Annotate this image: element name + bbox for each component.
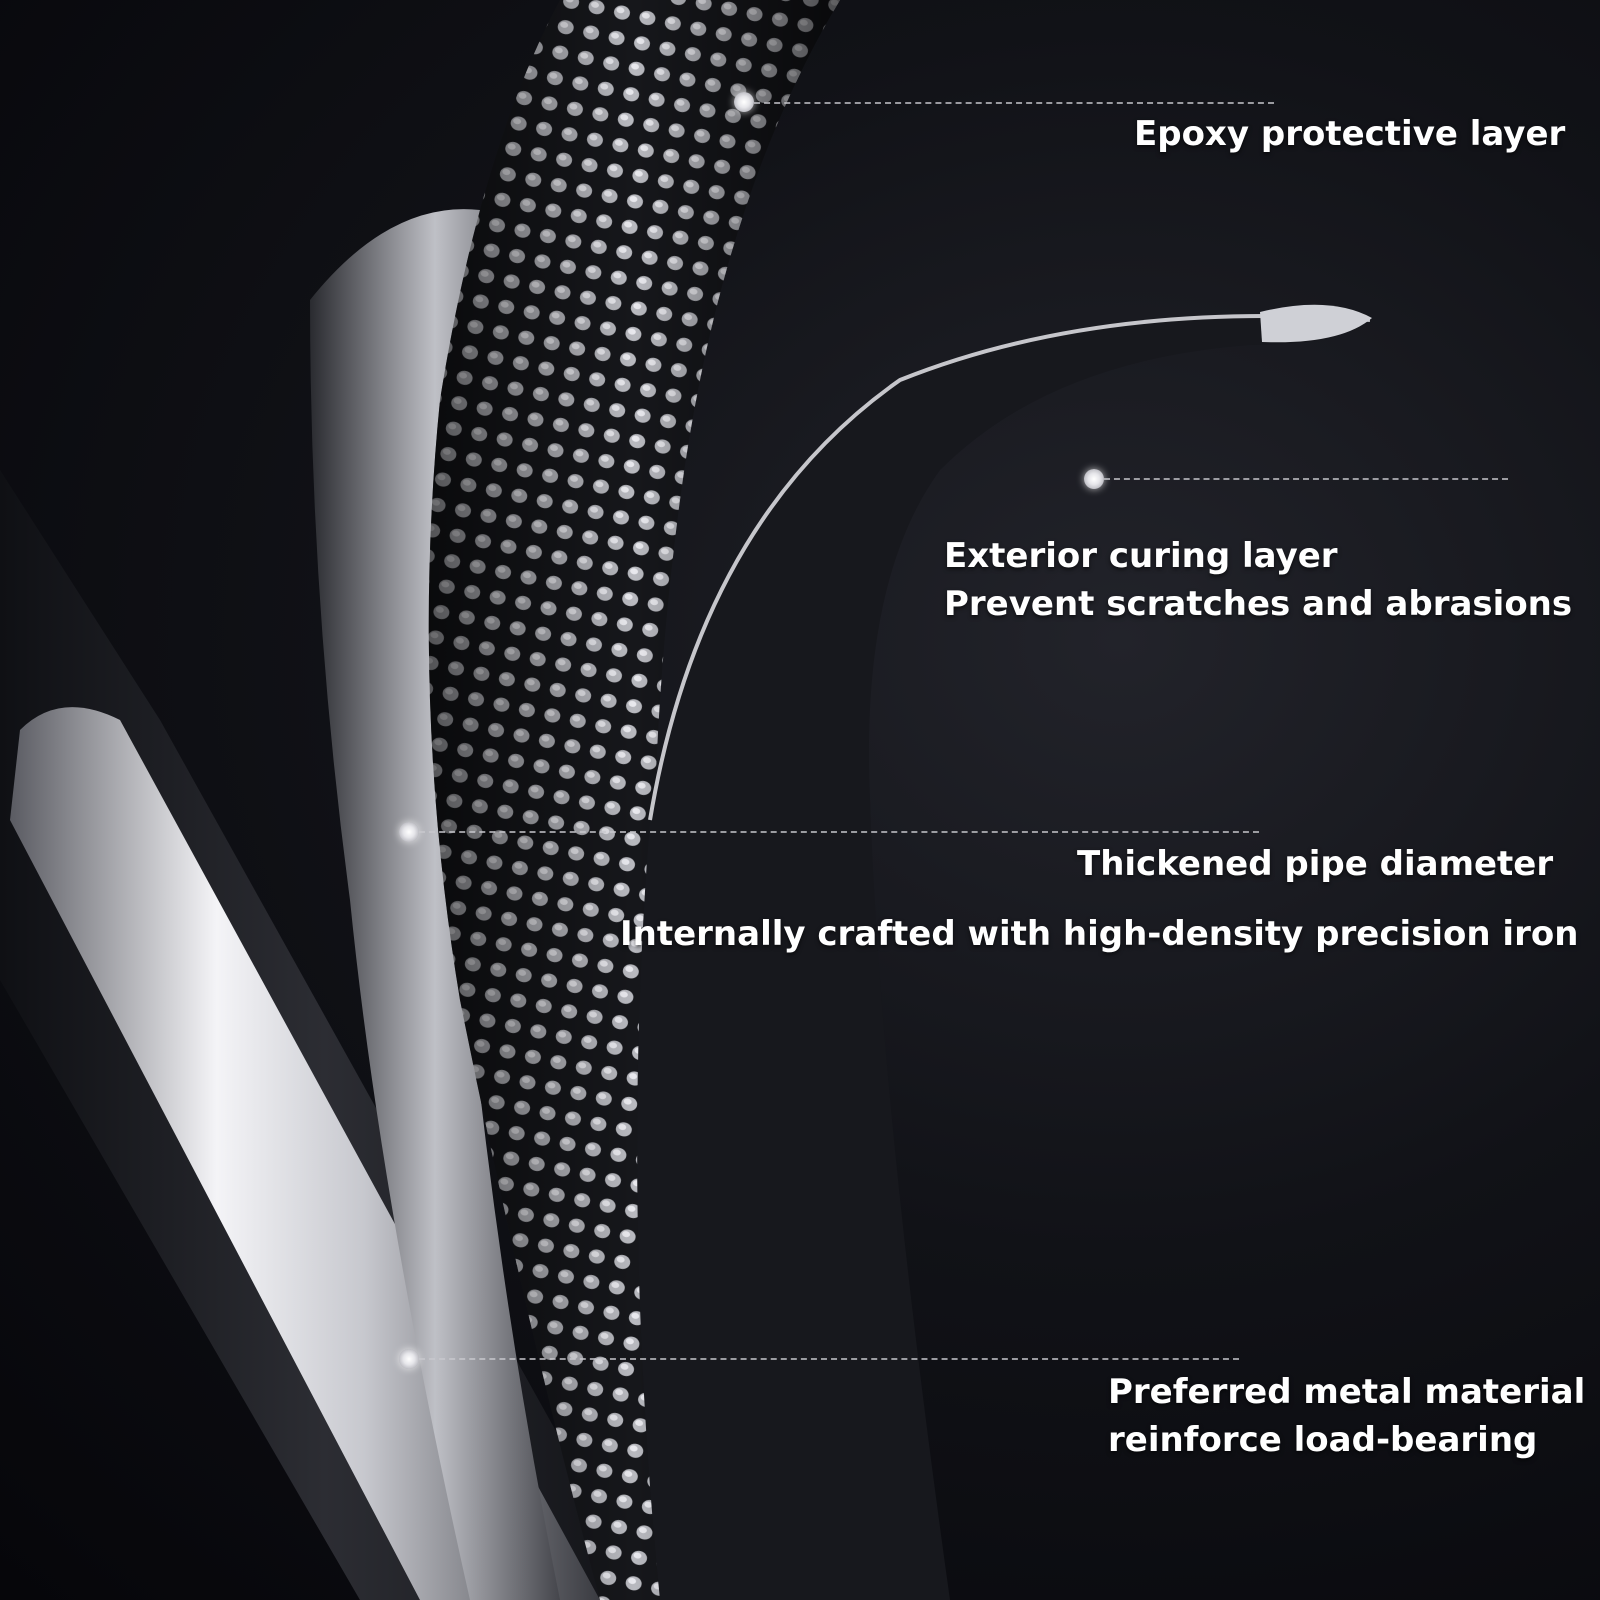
callout-exterior-layer: Exterior curing layer Prevent scratches … [944, 532, 1572, 628]
callout-marker-exterior [1084, 469, 1104, 489]
leader-line [754, 102, 1274, 104]
callout-precision-iron: Internally crafted with high-density pre… [620, 910, 1578, 958]
inner-pipe [310, 209, 560, 1600]
outer-curing-layer [637, 304, 1372, 1600]
callout-text: Preferred metal material [1108, 1372, 1586, 1412]
callout-text: Exterior curing layer [944, 536, 1338, 576]
leader-line [419, 831, 1259, 833]
callout-metal-material: Preferred metal material reinforce load-… [1108, 1368, 1585, 1464]
perforated-iron-mesh [428, 0, 840, 1600]
callout-marker-diameter [399, 822, 419, 842]
callout-epoxy-layer: Epoxy protective layer [1134, 110, 1565, 158]
callout-text: Internally crafted with high-density pre… [620, 914, 1579, 954]
callout-text: reinforce load-bearing [1108, 1420, 1538, 1460]
leader-line [1104, 478, 1508, 480]
callout-text: Thickened pipe diameter [1077, 844, 1554, 884]
callout-text: Prevent scratches and abrasions [944, 584, 1573, 624]
callout-pipe-diameter: Thickened pipe diameter [1077, 840, 1553, 888]
callout-marker-epoxy [734, 92, 754, 112]
callout-marker-metal [399, 1349, 419, 1369]
leader-line [419, 1358, 1239, 1360]
callout-text: Epoxy protective layer [1134, 114, 1566, 154]
